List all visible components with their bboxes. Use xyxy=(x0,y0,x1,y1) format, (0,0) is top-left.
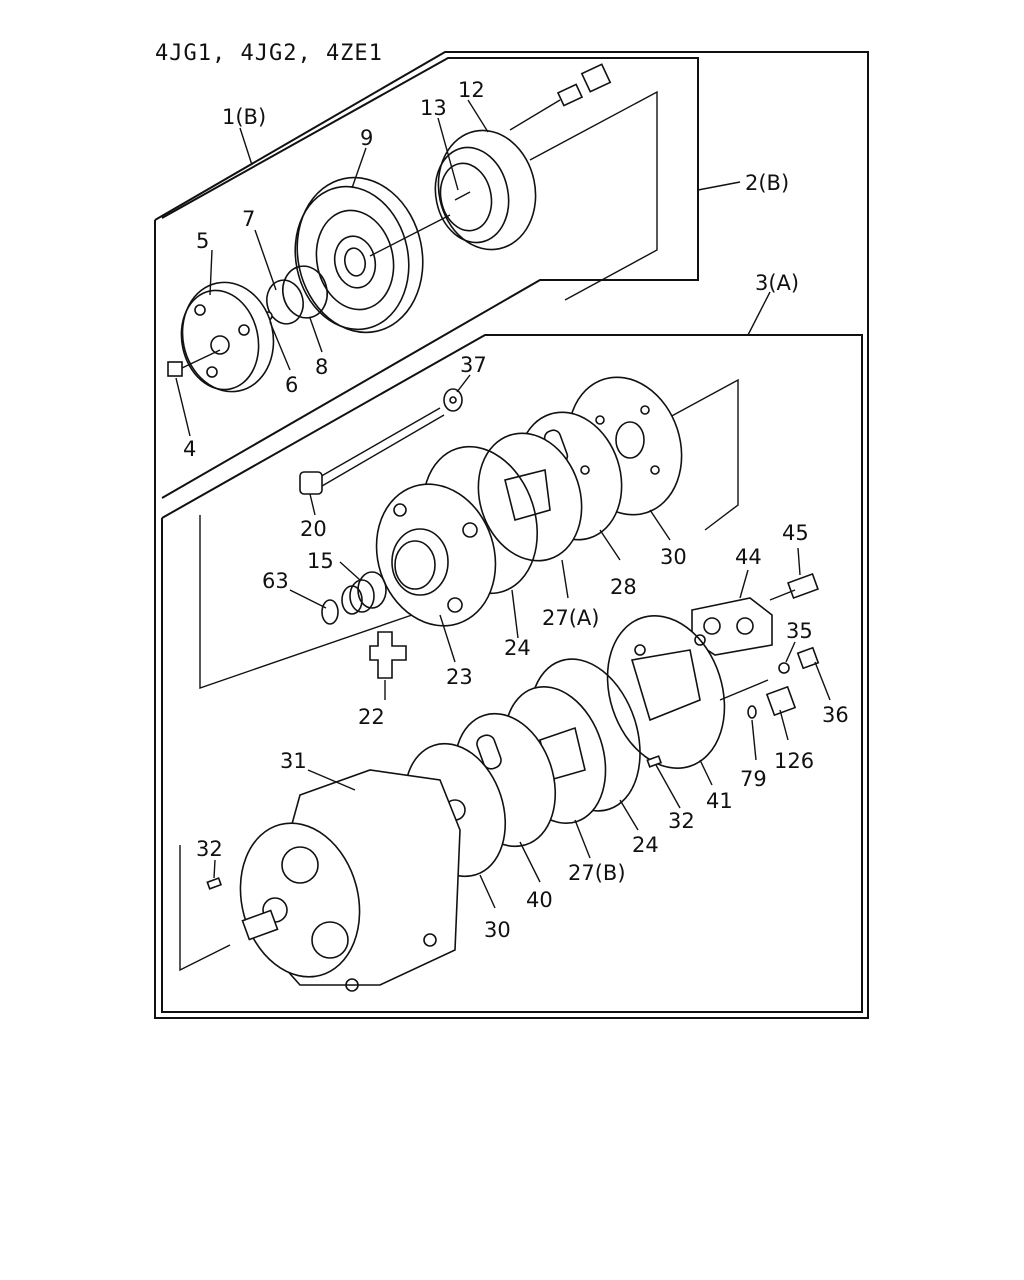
leader-lines xyxy=(175,99,831,909)
label-35: 35 xyxy=(786,619,813,643)
label-32-rear: 32 xyxy=(668,809,695,833)
label-45: 45 xyxy=(782,521,809,545)
fittings-part xyxy=(719,646,820,719)
label-13: 13 xyxy=(420,96,447,120)
front-bracket xyxy=(179,845,231,972)
compressor-group-frame xyxy=(161,334,863,1013)
leader-g3 xyxy=(747,291,771,336)
clutch-group-frame xyxy=(161,57,699,499)
label-20: 20 xyxy=(300,517,327,541)
label-23: 23 xyxy=(446,665,473,689)
leader-g1 xyxy=(239,127,253,166)
label-8: 8 xyxy=(315,355,328,379)
label-24-upper: 24 xyxy=(504,636,531,660)
label-5: 5 xyxy=(196,229,209,253)
label-27a: 27(A) xyxy=(542,606,599,630)
label-36: 36 xyxy=(822,703,849,727)
label-30-lower: 30 xyxy=(484,918,511,942)
connector-block-part xyxy=(691,573,819,656)
label-28: 28 xyxy=(610,575,637,599)
shaft-key-part xyxy=(369,631,407,679)
label-24-lower: 24 xyxy=(632,833,659,857)
label-30-upper: 30 xyxy=(660,545,687,569)
label-15: 15 xyxy=(307,549,334,573)
pulley-part xyxy=(294,176,451,334)
label-6: 6 xyxy=(285,373,298,397)
rear-head-bracket xyxy=(199,515,413,689)
label-22: 22 xyxy=(358,705,385,729)
label-31: 31 xyxy=(280,749,307,773)
rear-head-part xyxy=(375,483,497,627)
label-40: 40 xyxy=(526,888,553,912)
label-27b: 27(B) xyxy=(568,861,626,885)
field-coil-part xyxy=(434,63,612,251)
center-bolt-part xyxy=(167,349,221,377)
dowel-pin-rear-part xyxy=(646,755,663,768)
label-44: 44 xyxy=(735,545,762,569)
label-group-2b: 2(B) xyxy=(745,171,789,195)
leader-g2 xyxy=(697,181,741,191)
label-group-1b: 1(B) xyxy=(222,105,266,129)
label-4: 4 xyxy=(183,437,196,461)
group2-bracket xyxy=(529,90,658,301)
label-41: 41 xyxy=(706,789,733,813)
label-group-3a: 3(A) xyxy=(755,271,799,295)
dowel-pin-front-part xyxy=(206,877,223,890)
pressure-plate-part xyxy=(180,281,275,393)
outer-frame xyxy=(154,51,869,1019)
label-63: 63 xyxy=(262,569,289,593)
label-7: 7 xyxy=(242,207,255,231)
cylinder-block-part xyxy=(239,769,461,992)
label-37: 37 xyxy=(460,353,487,377)
valve-plate-bracket xyxy=(667,378,739,531)
label-9: 9 xyxy=(360,126,373,150)
label-126: 126 xyxy=(774,749,814,773)
diagram-title: 4JG1, 4JG2, 4ZE1 xyxy=(155,41,383,66)
label-12: 12 xyxy=(458,78,485,102)
label-79: 79 xyxy=(740,767,767,791)
through-bolt-part xyxy=(299,388,463,495)
label-32-front: 32 xyxy=(196,837,223,861)
shaft-seal-part xyxy=(321,571,387,625)
